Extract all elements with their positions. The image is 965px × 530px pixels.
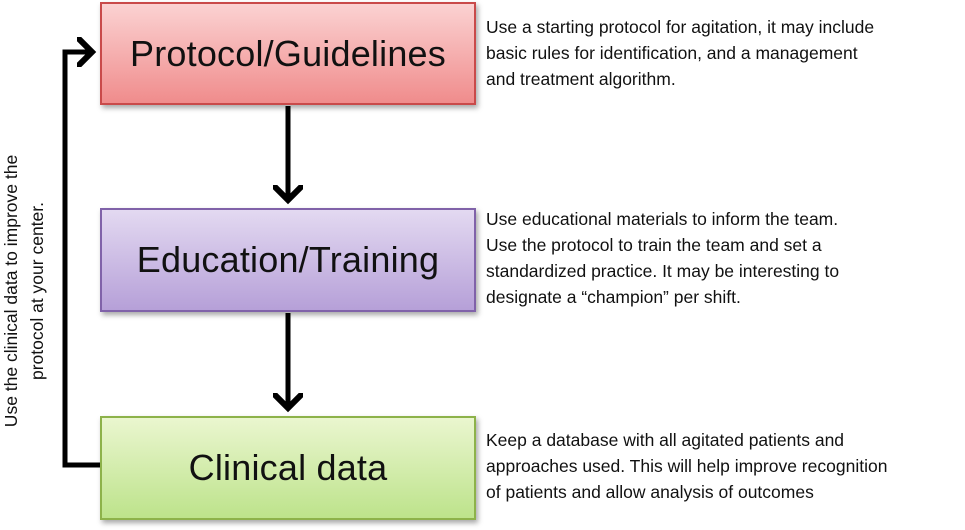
protocol-guidelines-label: Protocol/Guidelines	[130, 32, 446, 74]
clinical-data-label: Clinical data	[188, 447, 388, 488]
protocol-guidelines-box: Protocol/Guidelines	[100, 2, 476, 105]
feedback-arrow	[62, 52, 100, 468]
protocol-description: Use a starting protocol for agitation, i…	[486, 17, 875, 89]
clinical-description: Keep a database with all agitated patien…	[486, 430, 888, 502]
education-training-box: Education/Training	[100, 208, 476, 312]
clinical-data-box: Clinical data	[100, 416, 476, 520]
education-description: Use educational materials to inform the …	[486, 209, 840, 307]
feedback-label: Use the clinical data to improve the pro…	[1, 154, 47, 428]
education-training-label: Education/Training	[136, 239, 440, 280]
